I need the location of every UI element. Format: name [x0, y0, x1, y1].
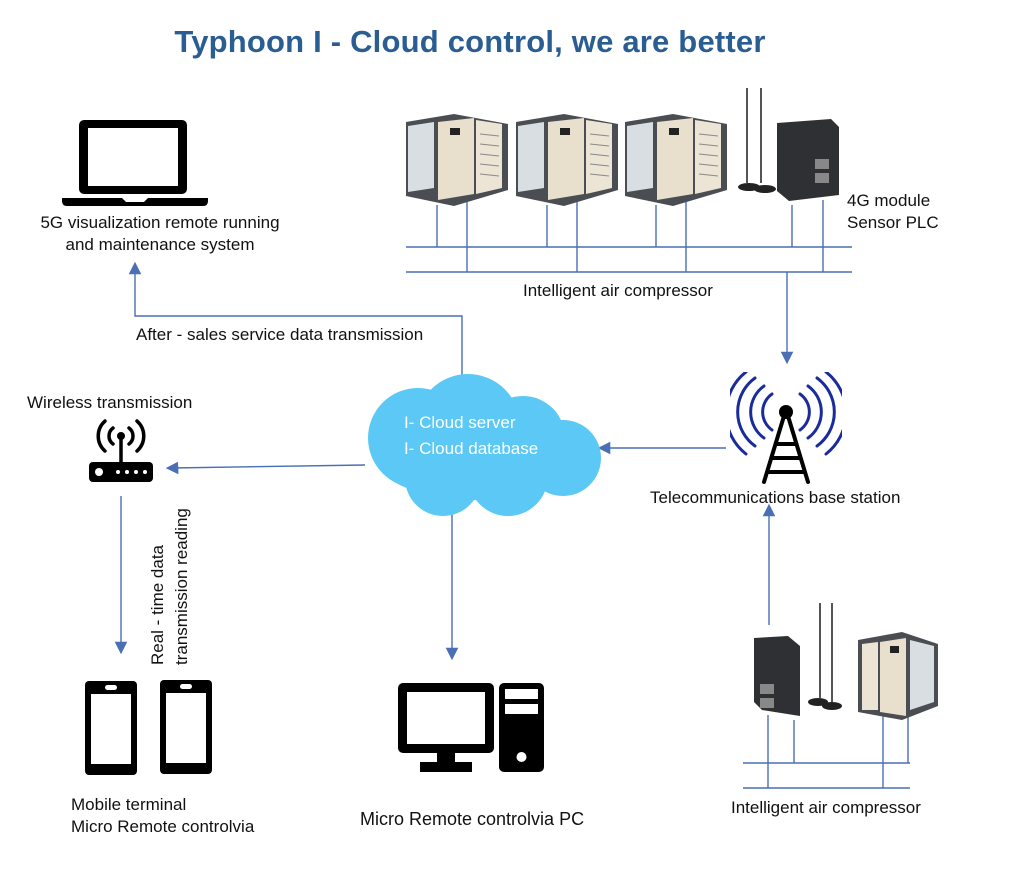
module-label-line-2: Sensor PLC	[847, 213, 939, 232]
compressor-bottom-label: Intelligent air compressor	[731, 798, 921, 817]
cloud-label-line-2: I- Cloud database	[404, 439, 539, 458]
laptop-icon	[62, 120, 208, 206]
desktop-pc-icon	[398, 683, 544, 772]
air-compressor-image	[858, 632, 938, 720]
arrow-cloud-to-router	[165, 461, 366, 475]
4g-module-image	[754, 603, 842, 716]
after-sales-edge-label: After - sales service data transmission	[136, 325, 424, 344]
laptop-label-line-1: 5G visualization remote running	[40, 213, 280, 232]
smartphone-icon	[160, 680, 212, 774]
realtime-edge-label: Real - time data transmission reading	[146, 508, 194, 665]
arrow-cloud-to-laptop	[128, 261, 463, 375]
4g-module-image	[738, 88, 839, 201]
module-top-label: 4G module Sensor PLC	[847, 190, 939, 234]
mobile-label: Mobile terminal Micro Remote controlvia	[71, 794, 254, 838]
cell-tower-icon	[730, 372, 842, 484]
diagram-title: Typhoon I - Cloud control, we are better	[174, 24, 766, 59]
antenna-icon	[808, 603, 842, 710]
cloud-label-line-1: I- Cloud server	[404, 413, 516, 432]
pc-label: Micro Remote controlvia PC	[360, 809, 585, 829]
antenna-icon	[738, 88, 776, 193]
air-compressor-image	[516, 114, 618, 206]
module-label-line-1: 4G module	[847, 191, 931, 210]
air-compressor-image	[406, 114, 508, 206]
signal-waves-icon	[730, 372, 842, 456]
wireless-router-icon	[89, 419, 153, 482]
mobile-label-line-2: Micro Remote controlvia	[71, 817, 255, 836]
compressor-top-label: Intelligent air compressor	[523, 281, 713, 300]
mobile-label-line-1: Mobile terminal	[71, 795, 187, 814]
cloud-label: I- Cloud server I- Cloud database	[404, 410, 538, 462]
cloud-icon	[368, 374, 601, 516]
router-label: Wireless transmission	[27, 393, 193, 412]
realtime-label-line-1: Real - time data	[148, 545, 167, 665]
air-compressor-image	[625, 114, 727, 206]
smartphone-icon	[85, 681, 137, 775]
base-station-label: Telecommunications base station	[650, 488, 901, 507]
realtime-label-line-2: transmission reading	[172, 508, 191, 665]
laptop-label-line-2: and maintenance system	[65, 235, 255, 254]
laptop-label: 5G visualization remote running and main…	[10, 212, 310, 256]
